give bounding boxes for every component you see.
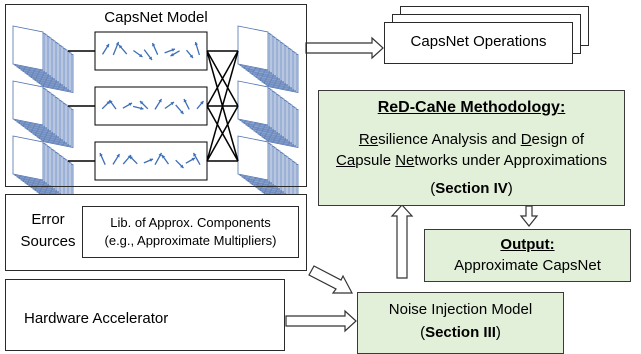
right-stack-2 — [237, 80, 299, 148]
section-iv-ref: Section IV — [435, 180, 508, 197]
capsule-vector-head — [152, 43, 156, 47]
text-psule: psule — [355, 152, 396, 169]
text-tworks: tworks under Approximations — [414, 152, 607, 169]
capsule-vector-head — [140, 106, 144, 111]
capsule-vector-head — [119, 45, 123, 49]
capsule-vector-head — [180, 164, 184, 168]
methodology-line-2: Capsule Networks under Approximations — [319, 152, 624, 169]
output-title: Output: — [500, 236, 555, 253]
methodology-box: ReD-CaNe Methodology: Resilience Analysi… — [318, 90, 625, 206]
right-stack-3 — [237, 135, 299, 203]
capsnet-model-title: CapsNet Model — [104, 9, 208, 26]
capsule-vector-head — [99, 153, 103, 157]
error-sources-label: Error Sources — [20, 211, 76, 250]
capsule-vector-head — [193, 153, 197, 157]
capsule-vector-head — [129, 156, 133, 160]
right-feature-stacks — [237, 25, 299, 203]
capsule-vector-head — [116, 154, 120, 158]
methodology-section: (Section IV) — [430, 180, 513, 197]
capsule-vector-head — [189, 54, 193, 58]
capsule-vector-head — [171, 48, 175, 52]
capsule-vector-head — [180, 110, 184, 114]
letter-re: Re — [358, 131, 379, 148]
capsule-routing-line — [206, 105, 239, 162]
approx-library-label: Lib. of Approx. Components (e.g., Approx… — [104, 215, 277, 248]
capsule-vector-head — [162, 155, 166, 159]
capsule-box-2 — [94, 86, 208, 126]
hardware-accelerator-box: Hardware Accelerator — [5, 279, 285, 351]
capsule-vector-head — [128, 102, 132, 107]
capsnet-operations-label: CapsNet Operations — [410, 33, 547, 50]
arrow-hardware-to-noise — [285, 309, 357, 333]
flow-arrows — [285, 36, 539, 333]
capsule-vector-head — [183, 99, 187, 103]
left-stack-3 — [12, 135, 74, 203]
capsule-vector-head — [170, 52, 174, 57]
right-stack-1 — [237, 25, 299, 93]
capsule-vector-head — [105, 44, 109, 48]
capsule-vector-head — [109, 100, 113, 104]
capsule-vector-head — [158, 99, 162, 103]
capsule-vector-head — [191, 157, 195, 162]
capsule-routing-line — [206, 50, 239, 107]
capsule-vector-head — [149, 158, 153, 162]
left-feature-stacks — [12, 25, 74, 203]
capsule-vector-head — [148, 56, 152, 60]
methodology-line-1: Resilience Analysis and Design of — [319, 131, 624, 148]
capsule-routing-line — [206, 50, 239, 162]
letter-d: D — [520, 131, 532, 148]
arrow-noise-to-methodology — [390, 204, 414, 279]
capsule-box-1 — [94, 31, 208, 71]
noise-injection-box: Noise Injection Model (Section III) — [357, 292, 564, 354]
letter-ne: Ne — [395, 152, 415, 169]
capsule-vector-head — [140, 101, 144, 105]
capsnet-model-panel: CapsNet Model — [5, 4, 307, 187]
capsule-vector-head — [194, 42, 199, 46]
capsule-vector-head — [115, 42, 120, 46]
approx-library-box: Lib. of Approx. Components (e.g., Approx… — [82, 206, 299, 258]
capsule-vector-head — [158, 153, 162, 157]
output-label: Approximate CapsNet — [454, 257, 601, 274]
letter-ca: Ca — [336, 152, 356, 169]
left-stack-1 — [12, 25, 74, 93]
text-esign: esign of — [531, 131, 585, 148]
section-iii-ref: Section III — [425, 324, 496, 341]
capsule-connections — [68, 50, 239, 162]
arrow-model-to-operations — [305, 36, 384, 60]
output-box: Output: Approximate CapsNet — [424, 229, 631, 282]
text-silience: silience Analysis and — [378, 131, 521, 148]
capsule-vector-head — [200, 101, 204, 105]
left-stack-2 — [12, 80, 74, 148]
noise-injection-section: (Section III) — [420, 324, 501, 341]
arrow-library-to-noise — [308, 265, 353, 294]
capsule-vector-head — [106, 101, 110, 105]
capsnet-operations-box: CapsNet Operations — [384, 22, 573, 64]
arrow-methodology-to-output — [519, 205, 539, 227]
noise-injection-label: Noise Injection Model — [388, 301, 533, 318]
capsule-vector-head — [170, 102, 174, 106]
methodology-title: ReD-CaNe Methodology: — [377, 99, 566, 116]
hardware-accelerator-label: Hardware Accelerator — [24, 310, 169, 327]
capsule-vector-head — [139, 53, 143, 57]
